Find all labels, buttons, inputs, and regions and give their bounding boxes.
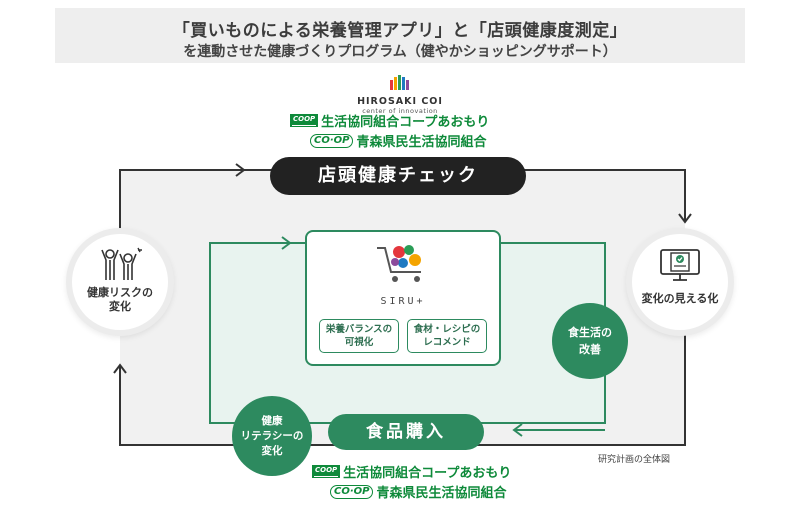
hirosaki-coi-icon xyxy=(390,75,409,90)
visualization-label: 変化の見える化 xyxy=(641,292,719,305)
visualization-change-circle: 変化の見える化 xyxy=(632,234,728,330)
literacy-line2: リテラシーの xyxy=(240,429,304,442)
arrow-inner-top-icon xyxy=(281,236,292,250)
coop-aomori-logo-bottom: COOP 生活協同組合コープあおもり xyxy=(312,462,511,481)
banner-title: 「買いものによる栄養管理アプリ」と「店頭健康度測定」 xyxy=(172,21,628,41)
title-banner: 「買いものによる栄養管理アプリ」と「店頭健康度測定」 を連動させた健康づくりプロ… xyxy=(55,8,745,63)
hirosaki-sub: center of innovation xyxy=(362,107,438,115)
coop-aomori-logo-top: COOP 生活協同組合コープあおもり xyxy=(290,111,489,130)
health-literacy-circle: 健康 リテラシーの 変化 xyxy=(232,396,312,476)
diet-improvement-circle: 食生活の 改善 xyxy=(552,303,628,379)
aomori-kenmin-logo-bottom: CO·OP 青森県民生活協同組合 xyxy=(330,482,506,501)
hirosaki-brand: HIROSAKI COI xyxy=(357,96,443,107)
arrow-right-down-icon xyxy=(678,213,692,224)
literacy-line3: 変化 xyxy=(261,444,283,457)
health-risk-line1: 健康リスクの xyxy=(87,286,153,299)
banner-subtitle: を連動させた健康づくりプログラム（健やかショッピングサポート） xyxy=(183,44,617,60)
arrow-top-icon xyxy=(235,163,246,177)
coop-badge-bottom: COOP xyxy=(312,465,341,478)
feature1-line2: 可視化 xyxy=(344,337,374,348)
feature2-line2: レコメンド xyxy=(423,337,471,348)
siru-app-card: SIRU+ 栄養バランスの 可視化 食材・レシピの レコメンド xyxy=(305,230,501,366)
health-risk-line2: 変化 xyxy=(109,300,131,313)
coop-badge: COOP xyxy=(290,114,319,127)
aomori-kenmin-name-bottom: 青森県民生活協同組合 xyxy=(376,486,507,501)
literacy-line1: 健康 xyxy=(261,414,283,427)
nutrition-visualization-card: 栄養バランスの 可視化 xyxy=(319,319,399,353)
diet-line2: 改善 xyxy=(579,343,601,356)
diet-line1: 食生活の xyxy=(568,326,612,339)
figure-caption: 研究計画の全体図 xyxy=(598,455,671,465)
monitor-check-icon xyxy=(660,249,700,281)
co-op-mark: CO·OP xyxy=(310,133,354,148)
hirosaki-coi-logo: HIROSAKI COI center of innovation xyxy=(345,74,455,115)
recipe-recommend-card: 食材・レシピの レコメンド xyxy=(407,319,487,353)
aomori-kenmin-name: 青森県民生活協同組合 xyxy=(356,135,487,150)
coop-aomori-name: 生活協同組合コープあおもり xyxy=(321,115,490,130)
co-op-mark-bottom: CO·OP xyxy=(330,484,374,499)
feature1-line1: 栄養バランスの xyxy=(325,324,393,335)
arrow-left-up-icon xyxy=(113,363,127,374)
shopping-cart-icon xyxy=(377,245,421,282)
siru-app-name: SIRU+ xyxy=(380,296,426,307)
food-purchase-pill: 食品購入 xyxy=(328,414,484,450)
health-risk-change-circle: 健康リスクの 変化 xyxy=(72,234,168,330)
feature2-line1: 食材・レシピの xyxy=(413,324,481,335)
people-cheer-icon xyxy=(101,247,142,280)
store-health-check-pill: 店頭健康チェック xyxy=(270,157,526,195)
coop-aomori-name-bottom: 生活協同組合コープあおもり xyxy=(343,466,512,481)
aomori-kenmin-logo-top: CO·OP 青森県民生活協同組合 xyxy=(310,131,486,150)
